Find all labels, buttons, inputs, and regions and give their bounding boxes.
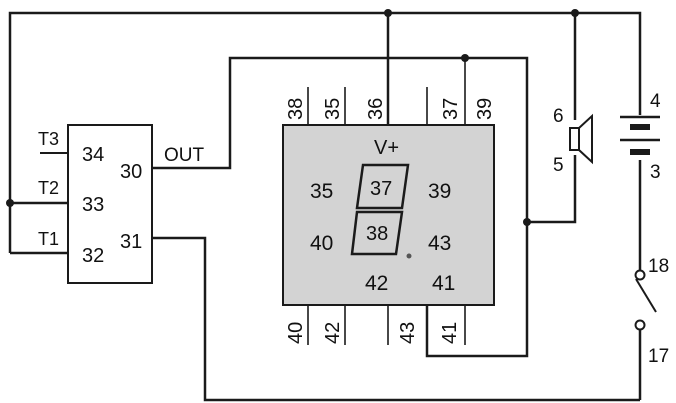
battery-pin-4: 4 xyxy=(650,91,661,112)
speaker-icon xyxy=(569,113,593,165)
display-label-40: 40 xyxy=(310,232,333,255)
segment-37: 37 xyxy=(370,178,392,200)
timer-module xyxy=(67,124,153,284)
top-pin-39: 39 xyxy=(474,98,496,120)
top-pin-35: 35 xyxy=(322,98,344,120)
segment-upper xyxy=(355,163,410,210)
display-label-42: 42 xyxy=(365,272,388,295)
junction-speaker xyxy=(571,9,579,17)
bottom-pin-42: 42 xyxy=(322,322,344,344)
junction-left xyxy=(6,199,14,207)
bottom-pin-41: 41 xyxy=(439,322,461,344)
out-label: OUT xyxy=(164,145,205,166)
seven-segment-digit xyxy=(350,163,410,256)
wires xyxy=(8,11,642,402)
switch-icon xyxy=(634,269,657,331)
speaker-pin-6: 6 xyxy=(553,106,564,127)
speaker-pin-5: 5 xyxy=(553,155,564,176)
display-vplus: V+ xyxy=(374,137,399,159)
module-pin-34: 34 xyxy=(82,144,104,166)
top-pin-38: 38 xyxy=(285,98,307,120)
wire-out-path xyxy=(152,56,465,170)
top-pin-stubs xyxy=(307,58,466,125)
bottom-pin-43: 43 xyxy=(397,322,419,344)
display-label-39: 39 xyxy=(428,180,451,203)
switch-pin-18: 18 xyxy=(648,256,669,277)
junction-pin39 xyxy=(461,54,469,62)
input-t1: T1 xyxy=(38,229,59,249)
segment-38: 38 xyxy=(366,223,388,245)
bottom-pin-stubs xyxy=(307,305,466,345)
module-pin-33: 33 xyxy=(82,194,104,216)
wire-pin39 xyxy=(425,56,529,358)
wire-speaker-bottom xyxy=(527,155,577,224)
input-t3: T3 xyxy=(38,129,59,149)
junction-dots xyxy=(6,9,579,226)
display-module xyxy=(282,124,495,306)
battery-pin-3: 3 xyxy=(650,162,661,183)
display-label-43: 43 xyxy=(428,232,451,255)
switch-pin-17: 17 xyxy=(648,346,669,367)
module-pin-32: 32 xyxy=(82,245,104,267)
input-t2: T2 xyxy=(38,178,59,198)
wire-top-loop xyxy=(8,11,642,253)
junction-vplus xyxy=(384,9,392,17)
top-pin-37: 37 xyxy=(440,98,462,120)
module-pin-31: 31 xyxy=(120,231,142,253)
top-pin-36: 36 xyxy=(365,98,387,120)
battery-icon xyxy=(620,115,660,155)
segment-lower xyxy=(350,210,404,256)
module-pin-30: 30 xyxy=(120,161,142,183)
junction-speaker-bottom xyxy=(523,218,531,226)
bottom-pin-40: 40 xyxy=(285,322,307,344)
display-label-41: 41 xyxy=(432,272,455,295)
wire-bottom-loop xyxy=(152,236,640,402)
decimal-point xyxy=(406,253,412,259)
display-label-35: 35 xyxy=(310,180,333,203)
